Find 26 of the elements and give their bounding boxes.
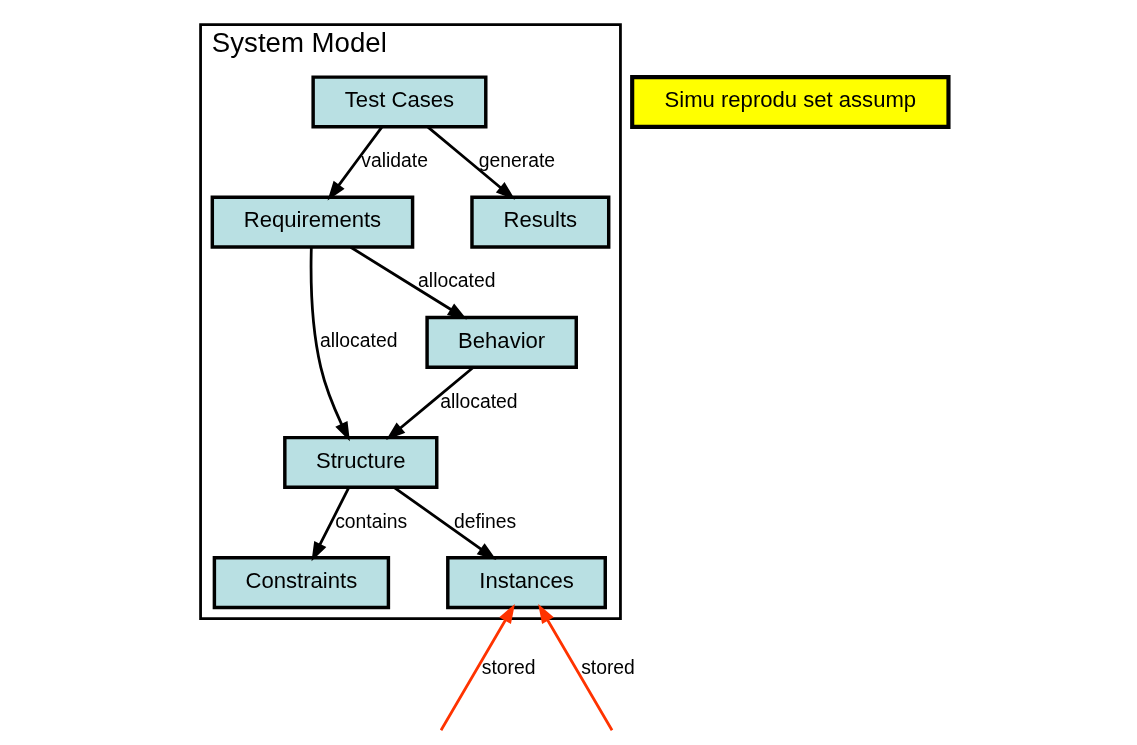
edge-label: allocated: [319, 330, 397, 352]
arrow: [537, 603, 613, 731]
edge-label: validate: [360, 150, 428, 172]
edge-label: generate: [478, 150, 555, 172]
arrow: [327, 126, 383, 201]
arrow: [393, 486, 496, 560]
node-box: Results: [469, 195, 610, 249]
edge-label: allocated: [417, 270, 495, 292]
arrow: [426, 126, 515, 200]
node-box: Instances: [445, 556, 607, 610]
edge-label: contains: [334, 510, 407, 532]
arrow: [309, 247, 350, 442]
arrow: [311, 487, 350, 562]
node-box: Constraints: [212, 556, 390, 610]
edge-label: stored: [481, 657, 535, 679]
arrow: [385, 366, 474, 441]
node-box: Requirements: [210, 195, 414, 249]
edge-label: stored: [580, 657, 635, 679]
edge-label: allocated: [439, 390, 518, 412]
edge-label: defines: [453, 510, 516, 532]
arrow: [349, 246, 467, 320]
arrow: [439, 603, 515, 731]
node-box: Test Cases: [310, 75, 487, 129]
node-box: Structure: [282, 435, 438, 490]
node-box: Simu reprodu set assump: [629, 75, 951, 129]
node-box: Behavior: [424, 315, 578, 369]
